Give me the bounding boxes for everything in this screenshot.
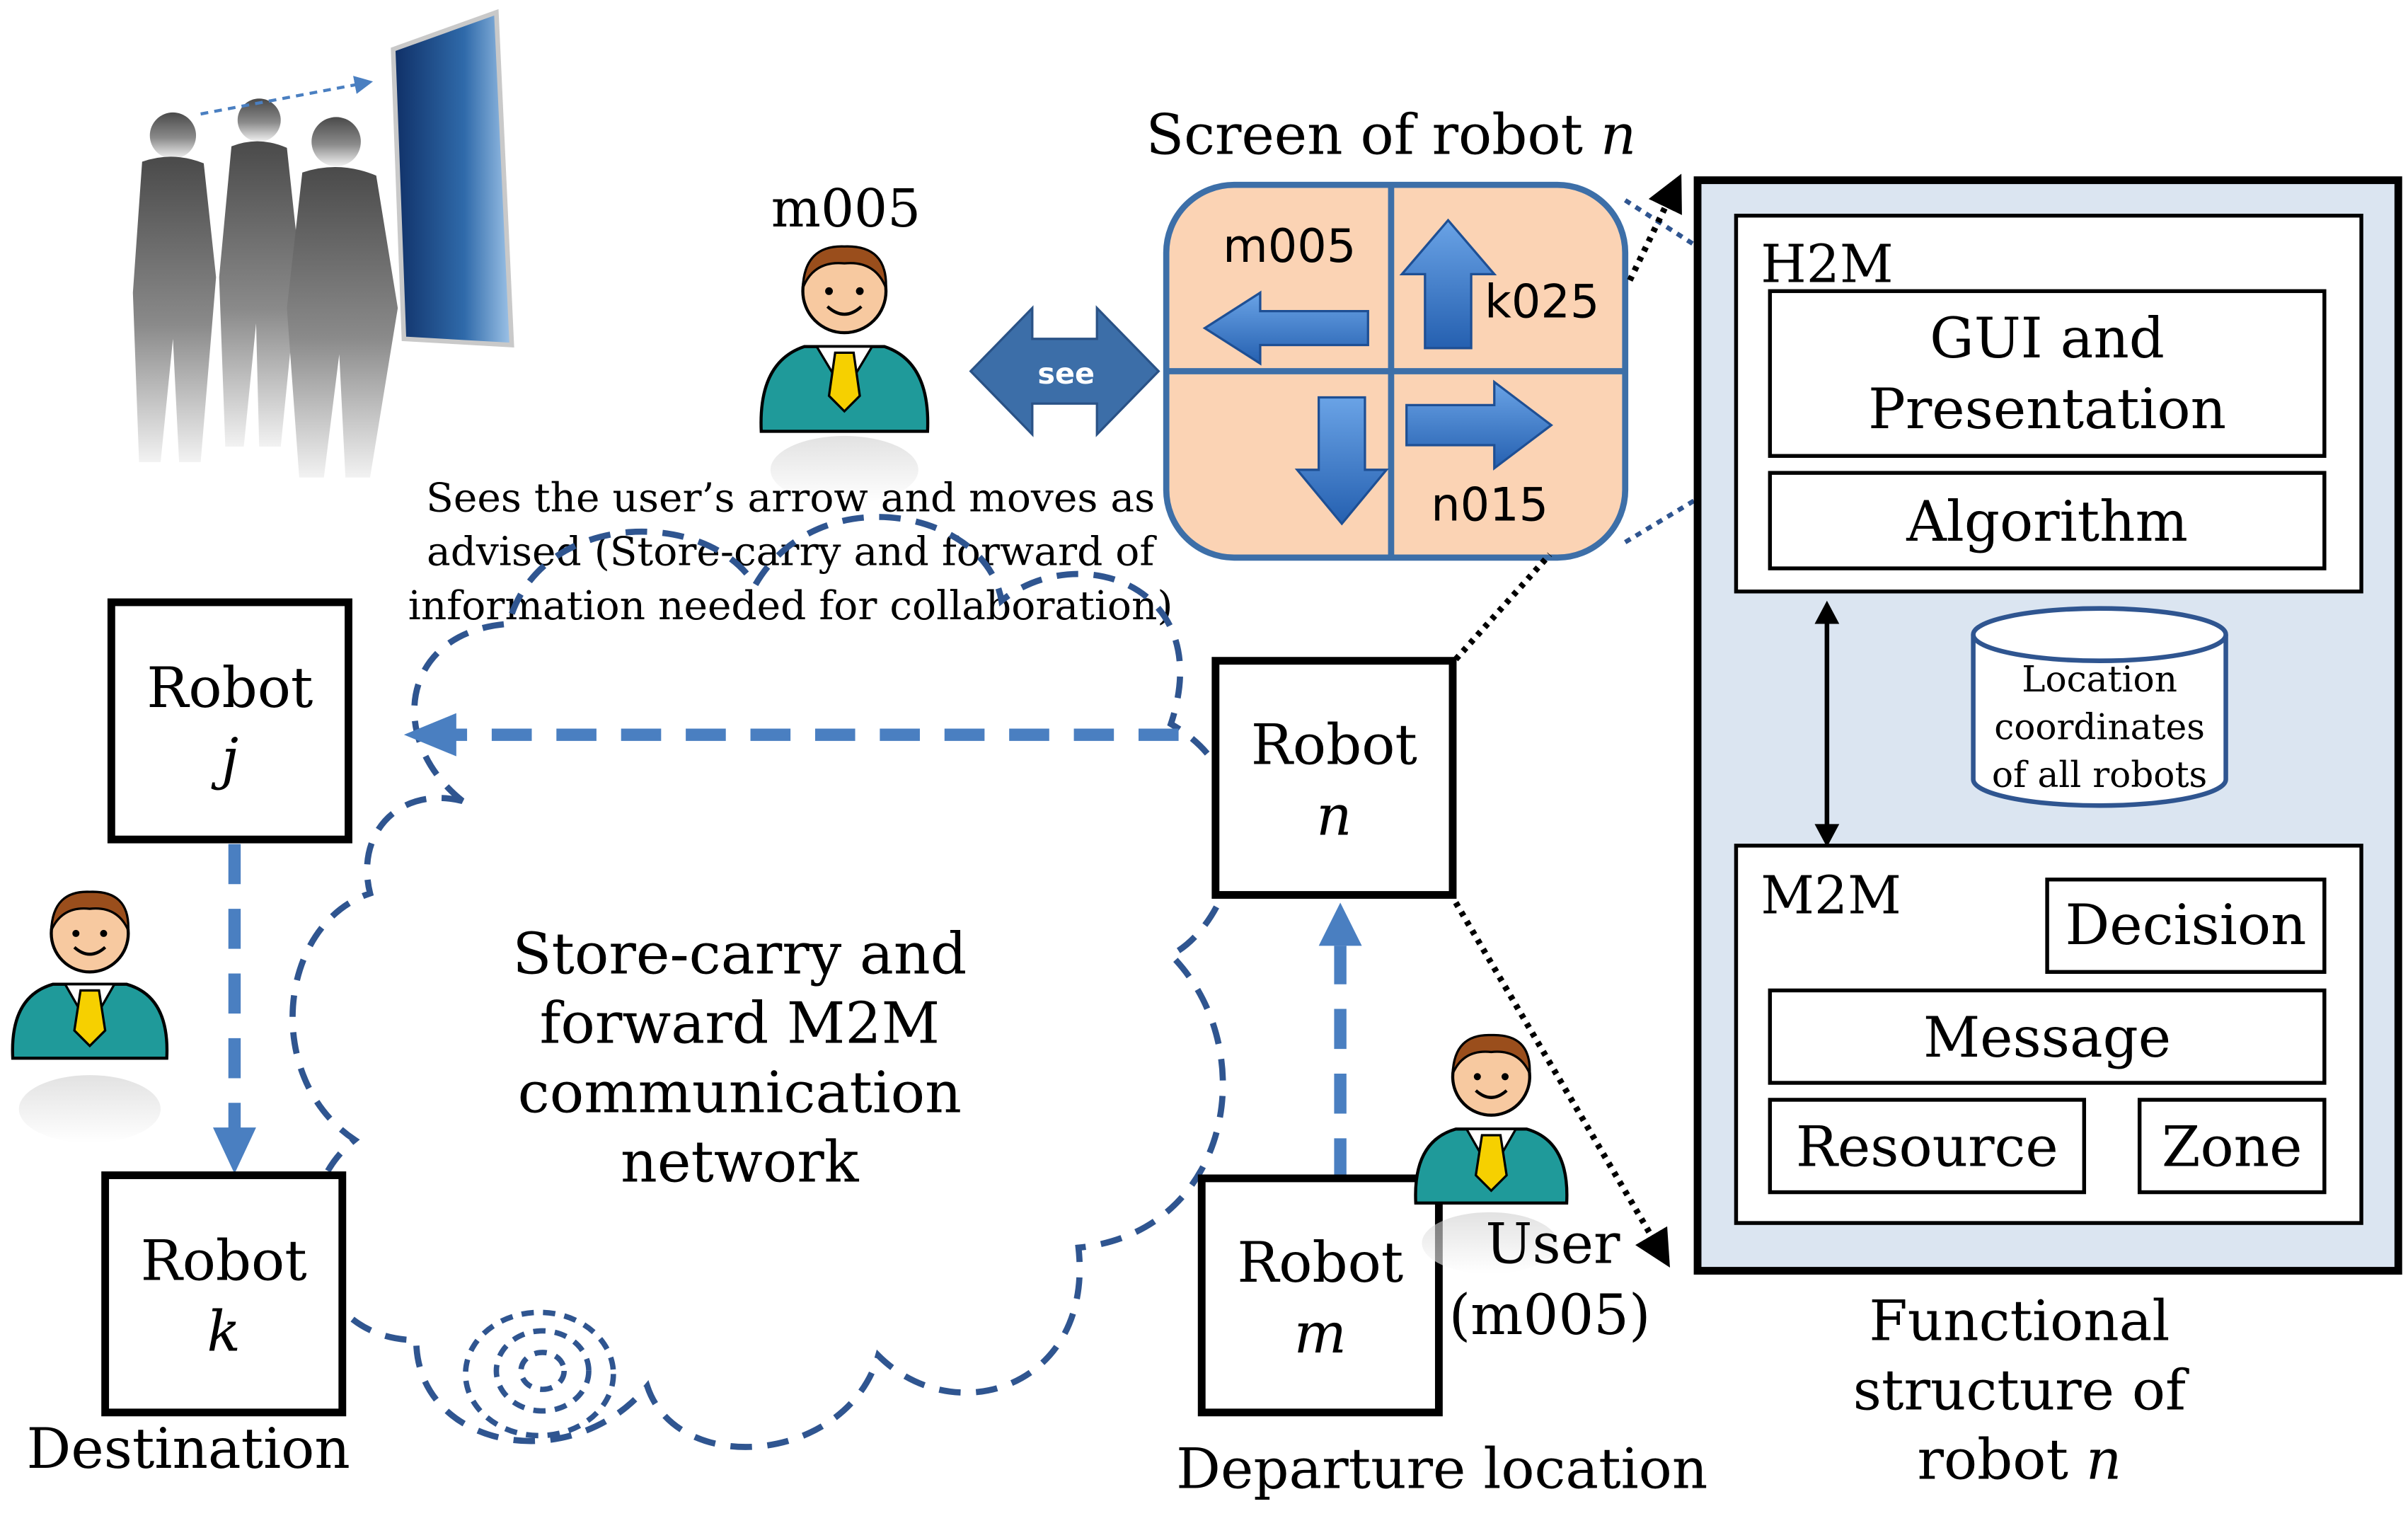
zone-label: Zone bbox=[2162, 1115, 2302, 1180]
down-arrow-icon bbox=[1294, 396, 1389, 526]
cloud-label-line2: forward M2M bbox=[540, 989, 940, 1056]
resource-box bbox=[1768, 1098, 2087, 1195]
gui-box bbox=[1768, 289, 2327, 458]
robot-j-word: Robot bbox=[146, 656, 313, 720]
screen-title: Screen of robot n bbox=[1146, 103, 1636, 168]
zone-box bbox=[2137, 1098, 2327, 1195]
cloud-label-line4: network bbox=[621, 1128, 860, 1195]
user-id-label-top: m005 bbox=[771, 178, 921, 239]
message-flow-arrows bbox=[212, 713, 1362, 1178]
database-icon: Location coordinates of all robots bbox=[1971, 606, 2228, 808]
decision-box bbox=[2045, 878, 2327, 975]
departure-user-icon bbox=[1414, 1033, 1569, 1274]
screen-label-m005: m005 bbox=[1223, 219, 1356, 273]
cloud-label-line3: communication bbox=[518, 1059, 962, 1125]
robot-n-box: Robot n bbox=[1211, 657, 1457, 899]
right-arrow-icon bbox=[1405, 379, 1553, 471]
screen-label-k025: k025 bbox=[1485, 275, 1599, 328]
user-avatar-icon bbox=[759, 245, 930, 504]
cloud-label: Store-carry and forward M2M communicatio… bbox=[512, 920, 967, 1195]
network-signal-icon bbox=[463, 1309, 616, 1439]
db-label-line1: Location bbox=[2022, 659, 2177, 700]
people-silhouette-illustration bbox=[132, 8, 514, 478]
left-arrow-icon bbox=[1202, 290, 1369, 366]
functional-structure-panel: H2M GUI and Presentation Algorithm Locat… bbox=[1693, 176, 2402, 1275]
robot-k-box: Robot k bbox=[101, 1171, 347, 1417]
robot-n-var: n bbox=[1316, 784, 1352, 849]
arrow-caption-line2: advised (Store-carry and forward of bbox=[427, 529, 1157, 575]
see-double-arrow: see bbox=[969, 305, 1160, 437]
destination-person-icon bbox=[11, 890, 169, 1143]
functional-caption-line2: structure of bbox=[1853, 1358, 2189, 1423]
arrow-caption-line1: Sees the user’s arrow and moves as bbox=[426, 475, 1155, 522]
robot-screen-panel: m005 k025 n015 bbox=[1163, 181, 1629, 561]
gui-label-line2: Presentation bbox=[1868, 377, 2226, 442]
destination-label: Destination bbox=[27, 1417, 350, 1481]
message-box bbox=[1768, 988, 2327, 1085]
h2m-label: H2M bbox=[1761, 234, 1893, 294]
m2m-label: M2M bbox=[1761, 866, 1901, 926]
resource-label: Resource bbox=[1796, 1115, 2058, 1180]
gui-label-line1: GUI and bbox=[1930, 306, 2165, 371]
functional-caption-line3: robot n bbox=[1918, 1428, 2122, 1492]
departure-label: Departure location bbox=[1176, 1437, 1707, 1501]
arrow-caption: Sees the user’s arrow and moves as advis… bbox=[408, 475, 1173, 629]
user-label-line1: User bbox=[1485, 1212, 1620, 1277]
see-label: see bbox=[1037, 357, 1095, 391]
screen-label-n015: n015 bbox=[1431, 478, 1548, 532]
algorithm-label: Algorithm bbox=[1906, 490, 2188, 554]
message-label: Message bbox=[1923, 1006, 2171, 1070]
arrow-caption-line3: information needed for collaboration) bbox=[408, 582, 1173, 629]
decision-label: Decision bbox=[2065, 893, 2306, 958]
robot-n-word: Robot bbox=[1251, 713, 1417, 777]
robot-j-box: Robot j bbox=[107, 598, 352, 844]
user-label-line2: (m005) bbox=[1449, 1283, 1651, 1348]
robot-k-var: k bbox=[207, 1300, 240, 1365]
robot-m-box: Robot m bbox=[1197, 1174, 1443, 1417]
robot-k-word: Robot bbox=[141, 1229, 307, 1294]
algorithm-box bbox=[1768, 471, 2327, 570]
cloud-label-line1: Store-carry and bbox=[512, 920, 967, 987]
robot-m-word: Robot bbox=[1237, 1231, 1403, 1295]
up-arrow-icon bbox=[1399, 218, 1497, 350]
db-label-line3: of all robots bbox=[1992, 754, 2207, 795]
db-label-line2: coordinates bbox=[1994, 707, 2205, 748]
functional-caption-line1: Functional bbox=[1869, 1289, 2170, 1353]
robot-m-var: m bbox=[1294, 1302, 1347, 1366]
functional-caption: Functional structure of robot n bbox=[1853, 1289, 2189, 1492]
